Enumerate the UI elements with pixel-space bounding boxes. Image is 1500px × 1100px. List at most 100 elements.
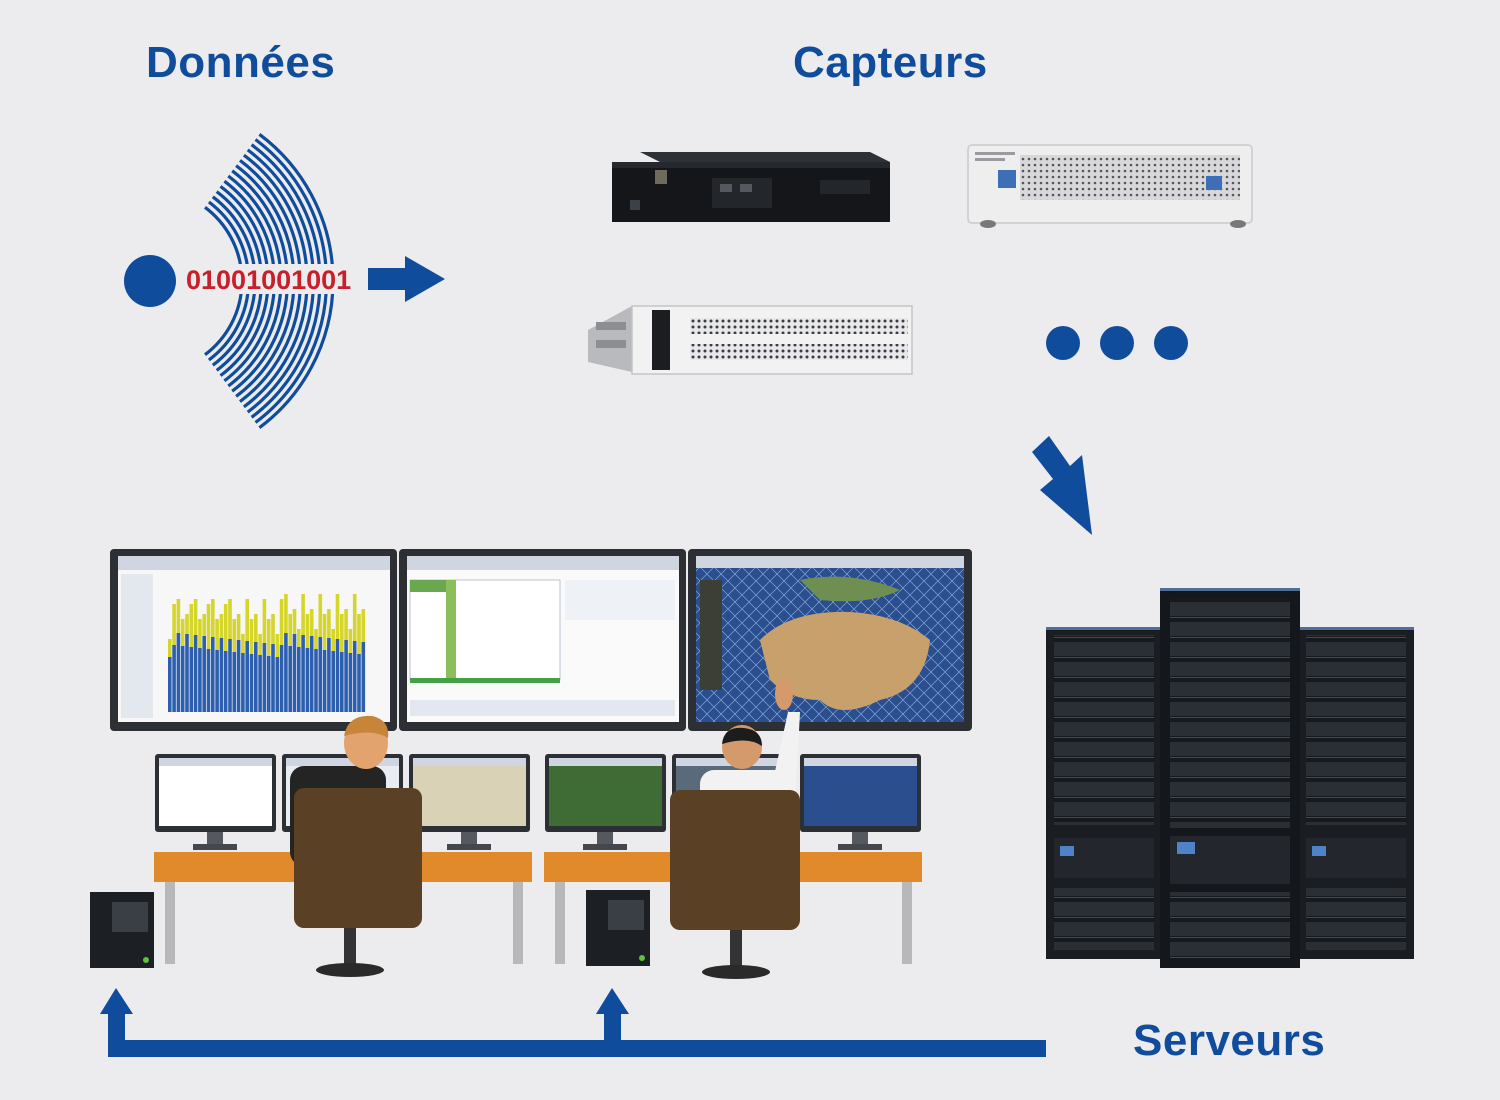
chart-bar (202, 636, 206, 712)
chart-bar (198, 619, 202, 648)
chart-bar (318, 594, 323, 637)
chart-bar (249, 619, 254, 654)
chart-bar (297, 647, 301, 712)
control-room-icon (90, 549, 972, 979)
chart-bar (245, 599, 249, 641)
chart-bar (172, 645, 176, 712)
chart-bar (168, 657, 172, 712)
chart-bar (279, 645, 284, 712)
chart-bar (193, 635, 198, 712)
wall-screen-map (688, 549, 972, 731)
chart-bar (172, 604, 176, 645)
operator-right (670, 678, 800, 979)
chart-bar (284, 633, 288, 712)
binary-text: 01001001001 (186, 265, 351, 295)
chart-bar (193, 599, 198, 635)
chart-bar (223, 604, 228, 651)
chart-bar (189, 647, 194, 712)
chart-bar (327, 609, 331, 638)
label-capteurs: Capteurs (793, 38, 988, 87)
chart-bar (241, 653, 245, 712)
chart-bar (185, 634, 189, 712)
chart-bar (180, 619, 185, 646)
desk-monitor (155, 754, 276, 850)
chart-bar (185, 614, 189, 634)
chart-bar (215, 650, 219, 712)
chart-bar (314, 649, 318, 712)
chart-bar (254, 614, 258, 642)
chart-bar (292, 609, 297, 634)
sensor-device-black (612, 152, 890, 222)
chart-bar (284, 594, 288, 633)
arrow-down-right-icon (1032, 436, 1092, 535)
chart-bar (357, 614, 361, 654)
chart-bar (335, 594, 340, 639)
chart-bar (340, 614, 344, 652)
chart-bar (219, 614, 224, 638)
chart-bar (288, 614, 292, 646)
chart-bar (275, 634, 280, 657)
wall-screen-chart (110, 549, 397, 731)
desk-monitor (800, 754, 921, 850)
chart-bar (279, 599, 284, 645)
chart-bar (258, 634, 262, 655)
chart-bar (275, 657, 280, 712)
sensor-device-white (967, 144, 1253, 228)
chart-bar (245, 641, 249, 712)
chart-bar (348, 653, 353, 712)
chart-bar (352, 641, 357, 712)
chart-bar (305, 614, 310, 648)
chart-bar (215, 619, 219, 650)
chart-bar (168, 639, 172, 657)
chart-bar (262, 599, 267, 643)
chart-bar (344, 609, 348, 640)
chart-bar (223, 651, 228, 712)
wall-screen-table (399, 549, 686, 731)
ellipsis-icon (1046, 326, 1188, 360)
chart-bar (232, 619, 237, 652)
chart-bar (189, 604, 194, 647)
desk-monitor (409, 754, 530, 850)
chart-bar (301, 594, 305, 635)
chart-bar (266, 656, 271, 712)
chart-bar (344, 640, 348, 712)
chart-bar (236, 614, 241, 640)
wave-signal-icon: 01001001001 (124, 133, 365, 429)
chart-bar (335, 639, 340, 712)
label-serveurs: Serveurs (1133, 1016, 1326, 1065)
chart-bar (357, 654, 361, 712)
chart-bar (211, 637, 215, 712)
chart-bar (228, 639, 232, 712)
chart-bar (254, 642, 258, 712)
tower-pc (90, 892, 154, 968)
chart-bar (262, 643, 267, 712)
chart-bar (206, 604, 211, 649)
chart-bar (206, 649, 211, 712)
chart-bar (288, 646, 292, 712)
chart-bar (361, 609, 366, 642)
chart-bar (331, 629, 335, 651)
chart-bar (211, 599, 215, 637)
chart-bar (309, 636, 314, 712)
chart-bar (322, 650, 327, 712)
chart-bar (352, 594, 357, 641)
chart-bar (258, 655, 262, 712)
chart-bar (198, 648, 202, 712)
label-donnees: Données (146, 38, 336, 87)
chart-bar (266, 619, 271, 656)
server-rack-icon (1046, 588, 1414, 968)
tower-pc (586, 890, 650, 966)
chart-bar (305, 648, 310, 712)
arrow-right-icon (368, 256, 445, 302)
chart-bar (180, 646, 185, 712)
chart-bar (318, 637, 323, 712)
chart-bar (301, 635, 305, 712)
chart-bar (176, 599, 181, 633)
chart-bar (176, 633, 181, 712)
chart-bar (249, 654, 254, 712)
chart-bar (327, 638, 331, 712)
chart-bar (309, 609, 314, 636)
chart-bar (348, 629, 353, 653)
operator-left (290, 715, 422, 977)
